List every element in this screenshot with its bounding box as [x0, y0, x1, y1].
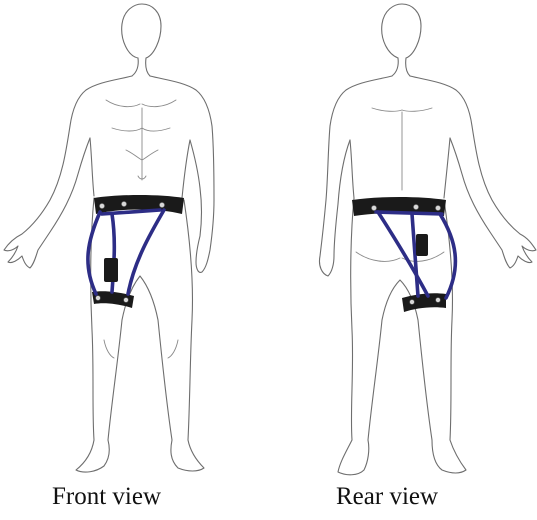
front-view-figure — [4, 4, 214, 472]
front-strap-outer — [88, 212, 100, 294]
rear-rivet — [435, 205, 440, 210]
rear-rivet — [371, 205, 376, 210]
rear-thigh-cuff — [402, 293, 446, 312]
rear-strap-cross — [376, 212, 442, 214]
front-view-caption: Front view — [52, 482, 161, 512]
front-actuator — [104, 258, 118, 282]
rear-legs — [338, 198, 466, 475]
front-rivet — [124, 298, 129, 303]
front-torso — [90, 138, 190, 198]
front-rivet — [99, 203, 104, 208]
rear-strap-outer — [440, 214, 455, 298]
front-legs — [76, 198, 204, 472]
rear-rivet — [410, 300, 415, 305]
front-rivet — [121, 201, 126, 206]
rear-torso — [350, 138, 450, 198]
rear-actuator — [416, 234, 428, 256]
front-rivet — [96, 296, 101, 301]
front-strap-inner — [128, 210, 164, 294]
rear-left-arm — [319, 76, 392, 276]
rear-view-caption: Rear view — [336, 482, 438, 512]
rear-rivet — [413, 204, 418, 209]
rear-right-arm — [410, 76, 536, 268]
front-right-arm — [150, 76, 214, 272]
rear-view-figure — [319, 4, 536, 475]
front-head — [122, 4, 161, 76]
rear-rivet — [436, 298, 441, 303]
rear-head — [382, 4, 421, 76]
front-rivet — [159, 202, 164, 207]
